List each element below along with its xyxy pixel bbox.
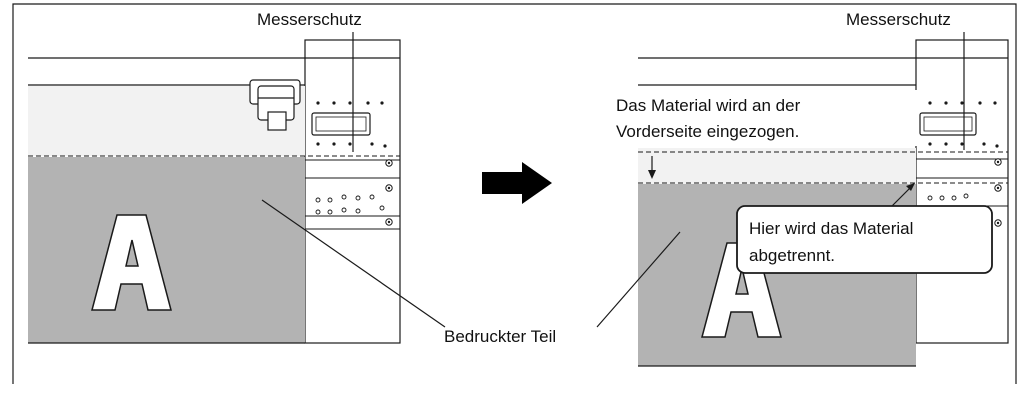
leader-printed-right <box>596 231 681 328</box>
feed-arrow <box>648 156 656 179</box>
cut-note-box <box>736 205 993 274</box>
vent-holes-left-bottom <box>315 194 385 215</box>
vent-holes-right-bottom <box>927 193 969 201</box>
label-cutter-guard-right: Messerschutz <box>846 10 951 29</box>
diagram-frame <box>12 3 1017 384</box>
label-printed-part: Bedruckter Teil <box>444 327 556 346</box>
label-cutter-guard-left: Messerschutz <box>257 10 362 29</box>
cutter-head <box>249 79 301 131</box>
vent-holes-right-top <box>928 101 999 148</box>
right-panel: A Das Material wird an der Vorderseite e… <box>596 10 1009 367</box>
cut-note-line1: Hier wird das Material <box>749 219 913 238</box>
machine-body-right <box>915 39 1009 344</box>
transition-arrow <box>482 162 552 204</box>
cut-pointer-arrow <box>891 183 915 207</box>
printed-area-left <box>28 157 305 343</box>
screws-left <box>385 159 393 226</box>
leader-printed-left <box>261 199 446 328</box>
letter-a-left <box>91 214 172 311</box>
cut-note-line2: abgetrennt. <box>749 246 835 265</box>
unprinted-area-right <box>638 148 916 184</box>
vent-holes-left-top <box>316 101 387 148</box>
left-panel: A Messerschutz <box>28 10 446 344</box>
feed-note-box <box>613 90 917 146</box>
feed-note-line1: Das Material wird an der <box>616 96 801 115</box>
screws-right <box>994 158 1002 227</box>
feed-note-line2: Vorderseite eingezogen. <box>616 122 799 141</box>
